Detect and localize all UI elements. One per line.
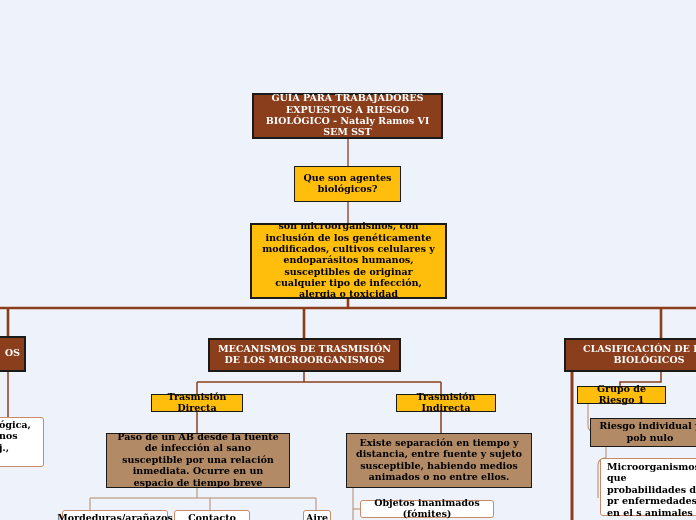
link-direct-children <box>89 488 317 511</box>
root-topic[interactable]: GUÍA PARA TRABAJADORES EXPUESTOS A RIESG… <box>252 93 443 139</box>
bites-node[interactable]: Mordeduras/arañazos <box>57 510 173 520</box>
physical-contact-node[interactable]: Contacto Fisico <box>174 510 250 520</box>
risk-group-1-node[interactable]: Grupo de Riesgo 1 <box>577 384 666 406</box>
air-node[interactable]: Aire <box>303 510 331 520</box>
link-indirect-objects <box>352 488 360 520</box>
direct-description-node[interactable]: Paso de un AB desde la fuente de infecci… <box>106 432 290 489</box>
individual-risk-node[interactable]: Riesgo individual y pob nulo <box>590 418 696 447</box>
microorganisms-node[interactable]: Microorganismos que probabilidades de pr… <box>600 458 696 519</box>
mechanisms-node[interactable]: MECANISMOS DE TRASMISIÓN DE LOS MICROORG… <box>208 338 401 372</box>
question-node[interactable]: Que son agentes biológicos? <box>294 166 401 202</box>
link-mechanisms-split <box>196 372 442 394</box>
classification-node[interactable]: CLASIFICACIÓN DE LOS BIOLÓGICOS <box>564 338 696 372</box>
left-branch-node[interactable]: OS <box>0 336 26 372</box>
link-classification-group <box>619 372 662 386</box>
definition-node[interactable]: son microorganismos, con inclusión de lo… <box>250 221 447 300</box>
direct-transmission-node[interactable]: Trasmisión Directa <box>151 392 243 414</box>
indirect-transmission-node[interactable]: Trasmisión Indirecta <box>396 392 496 414</box>
inanimate-objects-node[interactable]: Objetos inanimados (fómites) <box>360 498 494 520</box>
indirect-description-node[interactable]: Existe separación en tiempo y distancia,… <box>346 433 532 488</box>
left-detail-node[interactable]: ógica, nos j., <box>0 417 44 467</box>
